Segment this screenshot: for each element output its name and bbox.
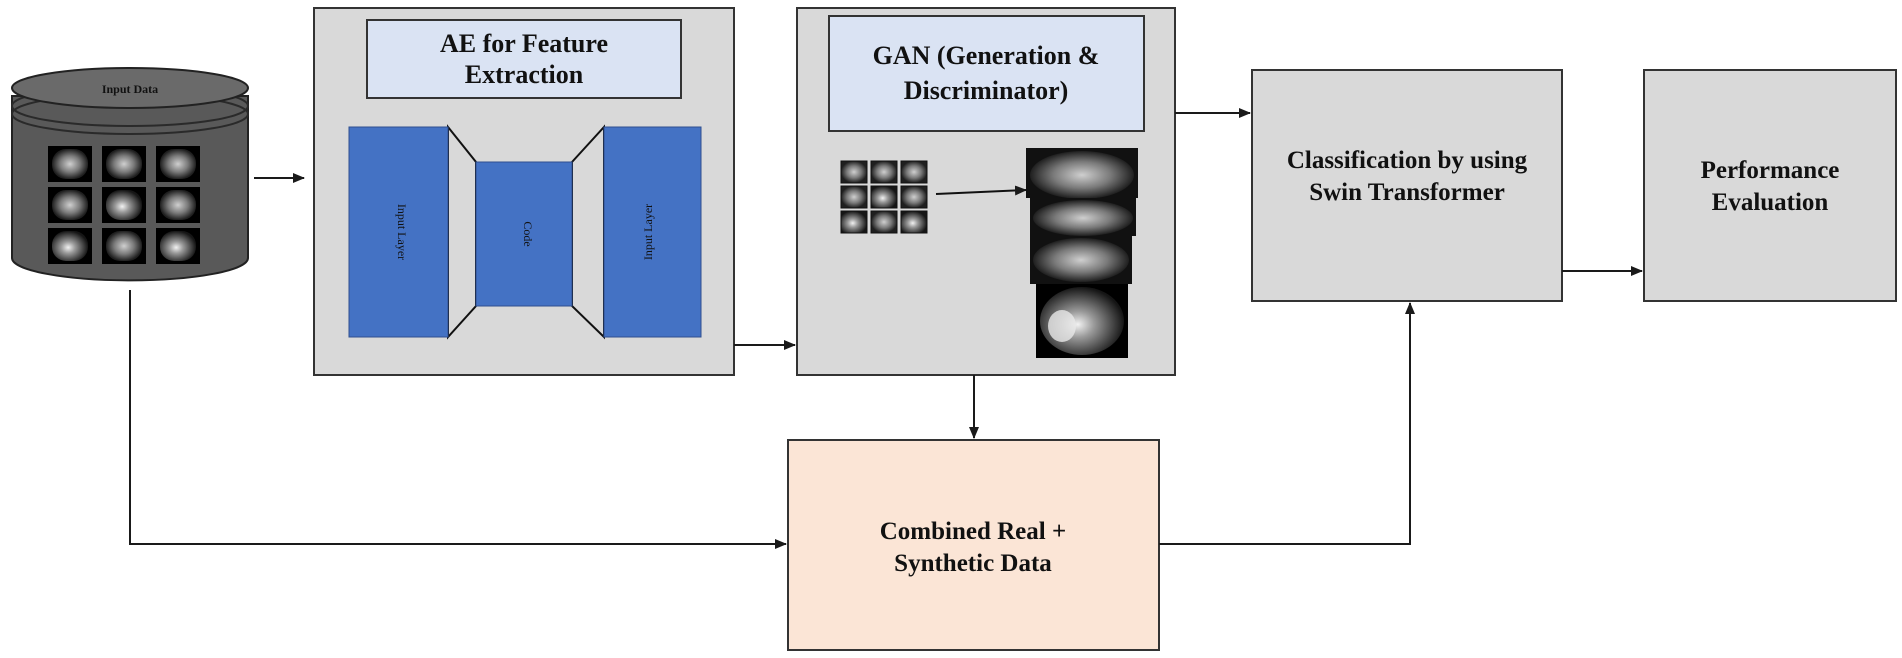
- gan-title-box: [828, 15, 1145, 132]
- gan-title-line2: Discriminator): [904, 76, 1069, 105]
- gan-input-thumbnails: [840, 160, 928, 234]
- autoencoder-box: AE for Feature Extraction Input Layer Co…: [313, 7, 735, 376]
- database-label: Input Data: [102, 82, 158, 96]
- gan-box: GAN (Generation & Discriminator): [796, 7, 1176, 376]
- autoencoder-title-line1: AE for Feature: [440, 29, 608, 58]
- connectors: [129, 108, 1643, 549]
- evaluation-box: Performance Evaluation: [1643, 69, 1897, 302]
- input-database: Input Data: [11, 67, 249, 282]
- arrow-combined-to-classification: [1159, 302, 1415, 545]
- output-layer-label: Input Layer: [641, 204, 655, 260]
- gan-generation-arrow: [935, 185, 1027, 196]
- input-layer-block: [348, 126, 449, 338]
- autoencoder-title-line2: Extraction: [465, 60, 584, 89]
- gan-title-line1: GAN (Generation &: [873, 41, 1100, 70]
- combined-line2: Synthetic Data: [894, 550, 1052, 577]
- code-layer-block: [475, 161, 573, 307]
- classification-box: Classification by using Swin Transformer: [1251, 69, 1563, 302]
- output-layer-block: [603, 126, 702, 338]
- classification-line1: Classification by using: [1287, 147, 1528, 174]
- arrow-input-to-combined: [129, 290, 787, 549]
- mri-thumbnail-grid: [48, 146, 200, 264]
- classification-line2: Swin Transformer: [1309, 179, 1505, 206]
- evaluation-line1: Performance: [1701, 157, 1840, 184]
- gan-generated-images: [1026, 148, 1138, 358]
- autoencoder-title-box: [366, 19, 682, 99]
- evaluation-line2: Evaluation: [1712, 189, 1829, 216]
- code-layer-label: Code: [521, 221, 535, 246]
- decoder-funnel: [571, 124, 605, 340]
- combined-line1: Combined Real +: [880, 518, 1066, 545]
- input-layer-label: Input Layer: [395, 204, 409, 260]
- encoder-funnel: [447, 124, 477, 340]
- combined-data-box: Combined Real + Synthetic Data: [787, 439, 1160, 651]
